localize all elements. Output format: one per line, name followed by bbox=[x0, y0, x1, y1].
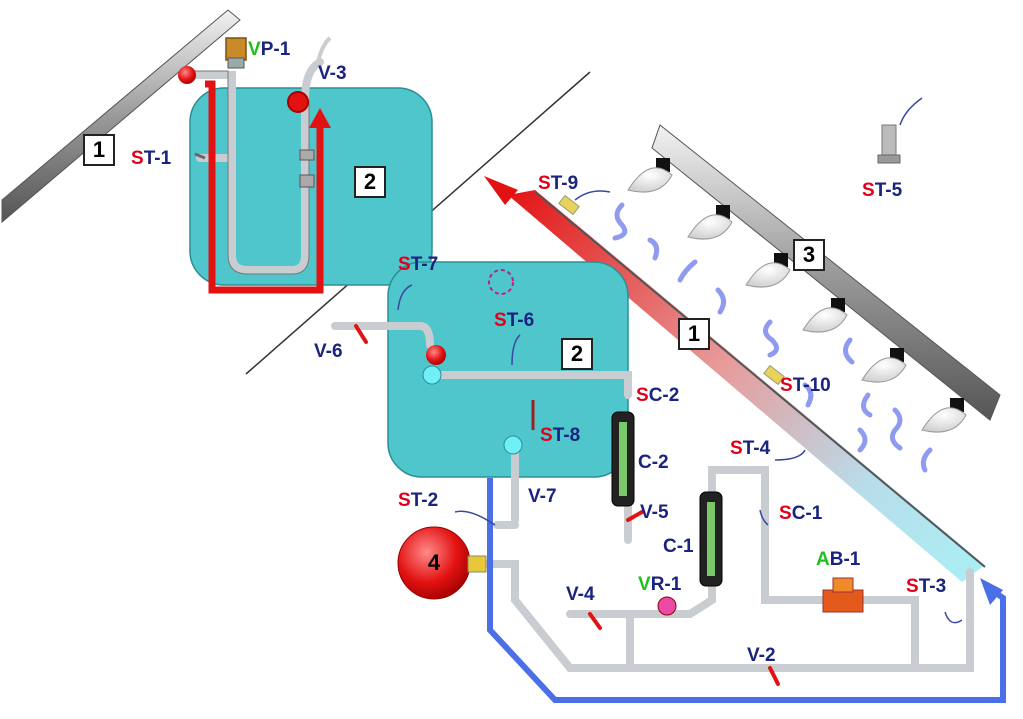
lamps bbox=[627, 158, 967, 433]
label-st9: ST-9 bbox=[538, 173, 579, 194]
upper-pipework bbox=[191, 58, 324, 274]
flow-meter-c2 bbox=[611, 411, 635, 507]
red-node-upper bbox=[178, 66, 196, 84]
label-c2: C-2 bbox=[638, 452, 669, 473]
sensor-ring-v3 bbox=[287, 91, 309, 113]
label-st4: ST-4 bbox=[730, 438, 771, 459]
label-vp1: VP-1 bbox=[248, 39, 291, 60]
label-v4: V-4 bbox=[566, 584, 595, 605]
sensor-st5 bbox=[881, 124, 897, 160]
air-bleed-ab1 bbox=[822, 577, 864, 613]
label-sc2: SC-2 bbox=[636, 385, 680, 406]
label-st6: ST-6 bbox=[494, 310, 535, 331]
label-v3: V-3 bbox=[318, 63, 347, 84]
label-st3: ST-3 bbox=[906, 576, 947, 597]
cold-return-loop bbox=[487, 478, 1006, 703]
red-node-v6 bbox=[426, 345, 446, 365]
upper-pipework-edge bbox=[195, 70, 310, 275]
area-label-4: 4 bbox=[427, 550, 441, 575]
label-st5: ST-5 bbox=[862, 180, 903, 201]
roof-beam-lower bbox=[651, 124, 1001, 421]
lower-pipework bbox=[331, 322, 974, 672]
vacuum-pump-vp1 bbox=[225, 37, 247, 61]
area-label-2-lower: 2 bbox=[561, 338, 593, 370]
label-c1: C-1 bbox=[663, 536, 694, 557]
valve-handles bbox=[354, 324, 780, 686]
label-vr1: VR-1 bbox=[638, 574, 682, 595]
label-st10: ST-10 bbox=[780, 375, 831, 396]
sensor-cables bbox=[397, 97, 963, 624]
label-v7: V-7 bbox=[528, 486, 557, 507]
area-label-2-upper: 2 bbox=[354, 166, 386, 198]
label-sc1: SC-1 bbox=[779, 503, 823, 524]
label-st1: ST-1 bbox=[131, 148, 172, 169]
radiation-arrows bbox=[612, 202, 933, 473]
flow-meter-c1 bbox=[699, 491, 723, 587]
area-label-1-upper: 1 bbox=[83, 134, 115, 166]
label-st7: ST-7 bbox=[398, 254, 439, 275]
hot-arrow-up bbox=[309, 108, 331, 128]
pressure-valve-vr1 bbox=[657, 596, 677, 616]
tank-lower bbox=[387, 261, 629, 478]
label-v6: V-6 bbox=[314, 341, 343, 362]
area-label-1-lower: 1 bbox=[678, 318, 710, 350]
label-ab1: AB-1 bbox=[816, 549, 861, 570]
hot-arrow-out bbox=[484, 176, 518, 205]
cold-arrow-in bbox=[980, 578, 1003, 605]
label-v5: V-5 bbox=[640, 502, 669, 523]
label-st2: ST-2 bbox=[398, 490, 439, 511]
area-label-3: 3 bbox=[793, 239, 825, 271]
label-st8: ST-8 bbox=[540, 425, 581, 446]
label-v2: V-2 bbox=[747, 645, 776, 666]
roof-beam-upper bbox=[1, 9, 241, 224]
hot-loop-upper bbox=[205, 80, 324, 294]
